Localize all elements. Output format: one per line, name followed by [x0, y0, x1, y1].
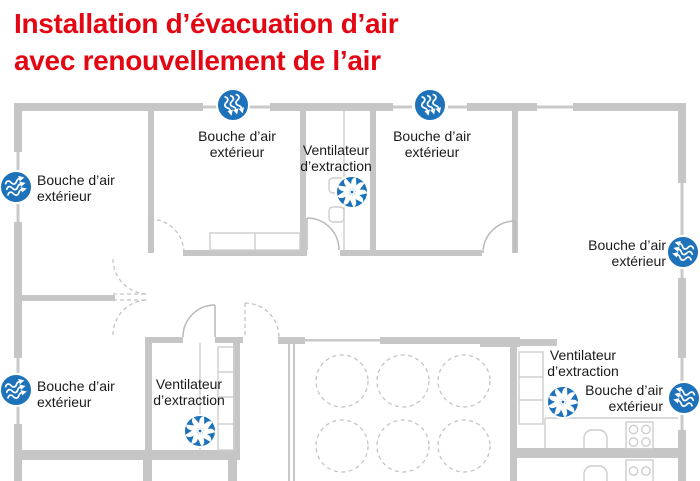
svg-text:extérieur: extérieur [612, 253, 667, 269]
svg-text:extérieur: extérieur [37, 188, 92, 204]
page-title-line1: Installation d’évacuation d’air [14, 8, 399, 39]
svg-text:Bouche d’air: Bouche d’air [37, 172, 115, 188]
svg-text:Bouche d’air: Bouche d’air [37, 378, 115, 394]
outer-walls [14, 103, 686, 481]
stove [625, 421, 654, 450]
svg-text:d’extraction: d’extraction [547, 363, 619, 379]
svg-text:extérieur: extérieur [210, 144, 265, 160]
page-title-line2: avec renouvellement de l’air [14, 45, 381, 76]
closet [217, 346, 235, 451]
svg-text:d’extraction: d’extraction [300, 158, 372, 174]
kitchen-counter [544, 417, 678, 450]
extraction-fan-icon [336, 176, 368, 208]
label-inlet-top-left: Bouche d’air extérieur [198, 128, 276, 160]
label-inlet-right-upper: Bouche d’air extérieur [588, 237, 666, 269]
door-arc-dashed [149, 218, 185, 254]
air-inlet-icon [0, 170, 33, 204]
door-arc-dashed [244, 302, 280, 338]
extraction-fan-icon [184, 415, 216, 447]
air-inlet-icon [666, 235, 700, 269]
windows [16, 105, 684, 430]
labels: Bouche d’air extérieur Bouche d’air exté… [37, 128, 666, 414]
label-inlet-top-right: Bouche d’air extérieur [393, 128, 471, 160]
svg-text:Bouche d’air: Bouche d’air [198, 128, 276, 144]
label-fan-kitchen: Ventilateur d’extraction [547, 347, 619, 379]
svg-text:extérieur: extérieur [405, 144, 460, 160]
furniture [209, 177, 678, 481]
closet [209, 232, 301, 251]
svg-text:Ventilateur: Ventilateur [303, 142, 369, 158]
svg-text:Ventilateur: Ventilateur [550, 347, 616, 363]
svg-text:extérieur: extérieur [609, 398, 664, 414]
air-inlet-icon [667, 381, 700, 415]
round-tables [315, 354, 491, 473]
svg-text:d’extraction: d’extraction [153, 392, 225, 408]
svg-text:extérieur: extérieur [37, 394, 92, 410]
label-fan-wc-top: Ventilateur d’extraction [300, 142, 372, 174]
svg-text:Ventilateur: Ventilateur [156, 376, 222, 392]
svg-text:Bouche d’air: Bouche d’air [588, 237, 666, 253]
door-arc [306, 217, 340, 251]
clipped-lower-room [583, 459, 654, 481]
double-entrance-door [112, 258, 149, 336]
label-fan-wc-bottom: Ventilateur d’extraction [153, 376, 225, 408]
sink [583, 429, 608, 448]
air-inlet-icon [216, 88, 250, 122]
air-inlet-icon [413, 88, 447, 122]
page-title: Installation d’évacuation d’air avec ren… [14, 5, 399, 79]
closet [518, 351, 544, 425]
doors [112, 217, 516, 338]
label-inlet-left-lower: Bouche d’air extérieur [37, 378, 115, 410]
air-inlet-icon [0, 373, 33, 407]
label-inlet-right-kitchen: Bouche d’air extérieur [585, 382, 663, 414]
door-arc [182, 304, 216, 338]
svg-text:Bouche d’air: Bouche d’air [585, 382, 663, 398]
svg-text:Bouche d’air: Bouche d’air [393, 128, 471, 144]
label-inlet-left-upper: Bouche d’air extérieur [37, 172, 115, 204]
interior-walls [22, 111, 557, 481]
door-arc [482, 220, 516, 254]
extraction-fan-icon [547, 386, 579, 418]
